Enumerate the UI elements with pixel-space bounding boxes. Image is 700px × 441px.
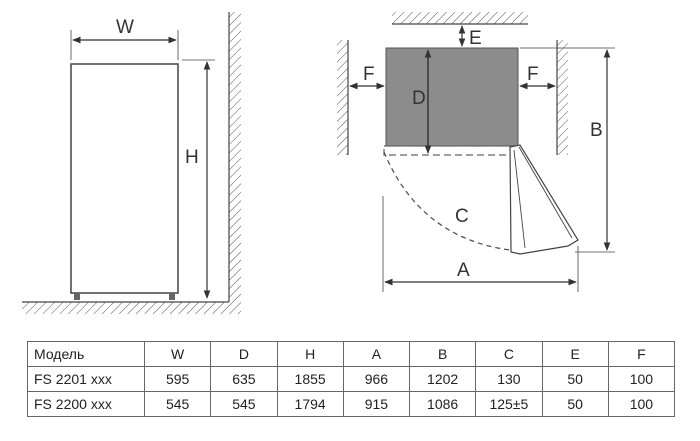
- table-cell: 595: [143, 366, 212, 392]
- h-label: H: [185, 147, 199, 168]
- table-header-w: W: [143, 341, 212, 367]
- table-header-c: C: [475, 341, 543, 367]
- a-label: A: [457, 260, 470, 281]
- table-header-h: H: [276, 341, 344, 367]
- table-header-b: B: [408, 341, 477, 367]
- dimensions-table: Модель W D H A B C E F FS 2201 xxx 595 6…: [27, 341, 676, 417]
- side-view: W H: [22, 12, 241, 314]
- table-cell: 125±5: [475, 391, 543, 417]
- table-cell: 50: [541, 391, 609, 417]
- table-header-model: Модель: [27, 341, 145, 367]
- table-cell: 635: [210, 366, 278, 392]
- table-header-row: Модель W D H A B C E F: [27, 341, 676, 367]
- table-row: FS 2201 xxx 595 635 1855 966 1202 130 50…: [27, 366, 676, 392]
- table-cell: 50: [541, 366, 609, 392]
- table-cell: 100: [607, 391, 676, 417]
- fridge-top-body: [385, 47, 519, 147]
- table-cell: 545: [210, 391, 278, 417]
- wall-hatch: [229, 12, 241, 302]
- dimension-diagram: W H E F F D: [22, 12, 615, 314]
- open-door: [509, 144, 579, 255]
- table-header-f: F: [607, 341, 676, 367]
- e-label: E: [469, 28, 482, 49]
- f-left-label: F: [363, 64, 375, 85]
- table-cell: 915: [342, 391, 411, 417]
- table-cell: 1855: [276, 366, 344, 392]
- floor-hatch: [22, 302, 241, 314]
- table-cell: 1086: [408, 391, 477, 417]
- table-row: FS 2200 xxx 545 545 1794 915 1086 125±5 …: [27, 391, 676, 417]
- fridge-foot-left: [74, 293, 80, 300]
- f-right-label: F: [527, 64, 539, 85]
- left-wall-hatch: [337, 40, 348, 155]
- top-wall-hatch: [392, 12, 528, 24]
- table-cell: FS 2200 xxx: [27, 391, 145, 417]
- table-cell: 100: [607, 366, 676, 392]
- table-cell: 966: [342, 366, 411, 392]
- fridge-body: [70, 63, 179, 294]
- top-view: E F F D B C A: [337, 12, 615, 292]
- b-label: B: [590, 120, 603, 141]
- table-cell: 130: [475, 366, 543, 392]
- w-label: W: [116, 17, 134, 38]
- table-cell: 545: [143, 391, 212, 417]
- table-header-d: D: [210, 341, 278, 367]
- table-cell: 1202: [408, 366, 477, 392]
- table-header-e: E: [541, 341, 609, 367]
- table-cell: 1794: [276, 391, 344, 417]
- door-closed-outline: [383, 145, 513, 156]
- fridge-foot-right: [169, 293, 175, 300]
- right-wall-hatch: [557, 40, 568, 155]
- door-swing-arc: [383, 151, 511, 251]
- d-label: D: [412, 88, 426, 109]
- table-cell: FS 2201 xxx: [27, 366, 145, 392]
- c-label: C: [455, 206, 469, 227]
- table-header-a: A: [342, 341, 411, 367]
